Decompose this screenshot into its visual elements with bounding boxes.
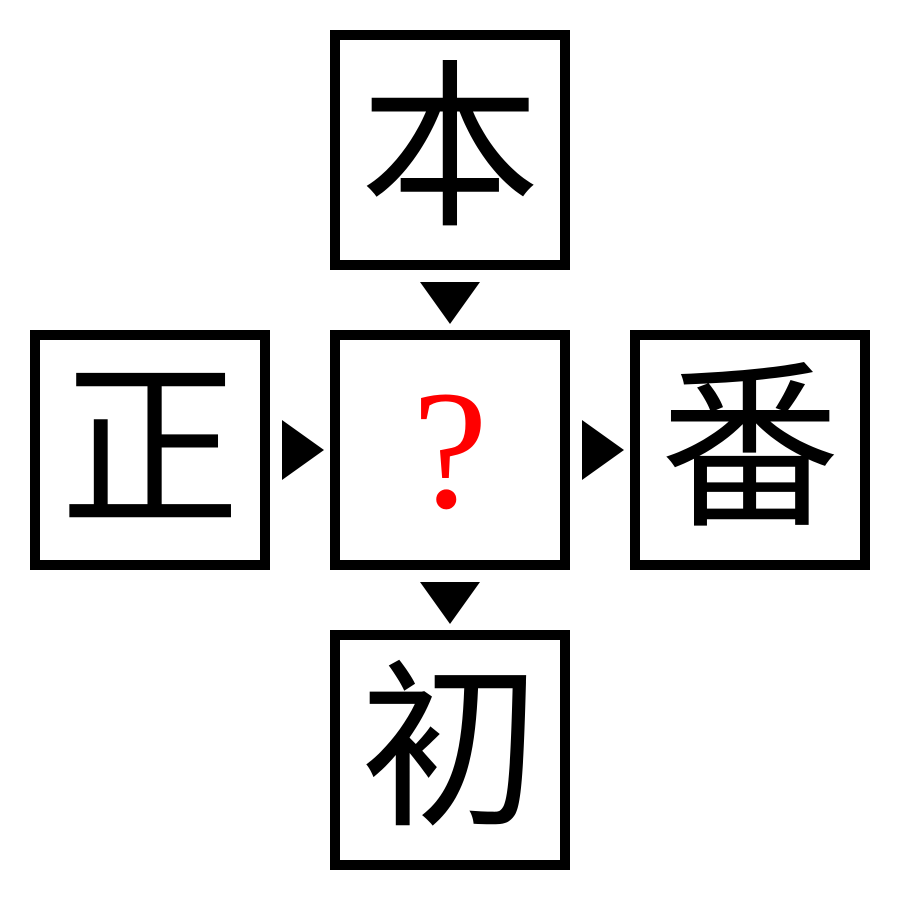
left-kanji-tile: 正 bbox=[30, 330, 270, 570]
answer-tile[interactable]: ? bbox=[330, 330, 570, 570]
arrow-right-icon bbox=[282, 420, 324, 480]
left-kanji: 正 bbox=[59, 345, 240, 554]
top-kanji-tile: 本 bbox=[330, 30, 570, 270]
bottom-kanji: 初 bbox=[359, 645, 540, 854]
top-kanji: 本 bbox=[359, 45, 540, 254]
arrow-down-icon bbox=[420, 282, 480, 324]
bottom-kanji-tile: 初 bbox=[330, 630, 570, 870]
right-kanji-tile: 番 bbox=[630, 330, 870, 570]
arrow-down-icon bbox=[420, 582, 480, 624]
question-mark: ? bbox=[412, 356, 488, 544]
arrow-right-icon bbox=[582, 420, 624, 480]
right-kanji: 番 bbox=[659, 345, 840, 554]
